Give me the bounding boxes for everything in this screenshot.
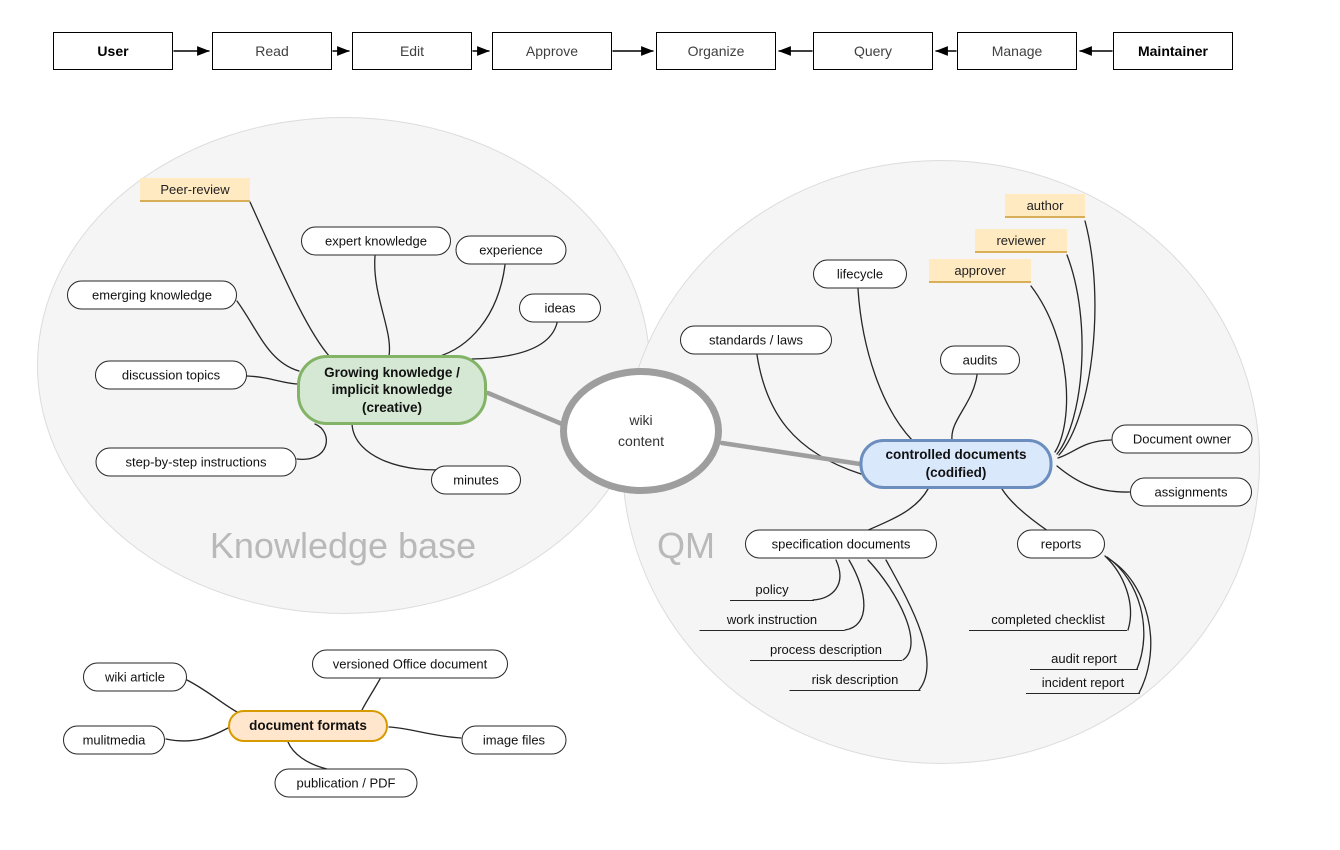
node-specification-documents: specification documents xyxy=(745,529,937,559)
node-assignments: assignments xyxy=(1130,477,1252,507)
edge-ideas xyxy=(471,322,558,360)
node-emerging-knowledge: emerging knowledge xyxy=(67,280,237,310)
flow-box-maintainer: Maintainer xyxy=(1113,32,1233,70)
hub-growing-knowledge-line: (creative) xyxy=(361,399,423,415)
node-policy: policy xyxy=(730,577,814,601)
flow-box-manage: Manage xyxy=(957,32,1077,70)
edge-wiki-article xyxy=(186,679,240,714)
edge-minutes xyxy=(351,423,453,471)
edge-specification-documents xyxy=(865,488,929,532)
flow-box-user: User xyxy=(53,32,173,70)
node-minutes: minutes xyxy=(431,465,521,495)
node-document-owner: Document owner xyxy=(1111,424,1253,454)
tag-peer-review: Peer-review xyxy=(140,178,250,202)
node-publication-pdf: publication / PDF xyxy=(274,768,418,798)
edge-work-instruction xyxy=(844,559,865,631)
edge-step-by-step-instructions xyxy=(296,423,328,460)
edge-growing-knowledge-to-wiki-content xyxy=(485,390,565,427)
hub-document-formats-line: document formats xyxy=(249,718,367,734)
node-completed-checklist: completed checklist xyxy=(969,607,1127,631)
node-incident-report: incident report xyxy=(1026,670,1140,694)
hub-controlled-documents-line: controlled documents xyxy=(885,447,1027,463)
wiki-content-line: wiki xyxy=(629,412,653,428)
node-audits: audits xyxy=(940,345,1020,375)
edge-peer-review xyxy=(249,201,331,358)
wiki-content-line: content xyxy=(618,433,664,449)
hub-growing-knowledge: Growing knowledge / implicit knowledge(cr… xyxy=(297,355,487,425)
edge-versioned-office-document xyxy=(361,678,381,711)
hub-document-formats: document formats xyxy=(228,710,388,742)
node-experience: experience xyxy=(455,235,567,265)
edge-reviewer xyxy=(1056,254,1083,455)
flow-box-organize: Organize xyxy=(656,32,776,70)
flow-box-approve: Approve xyxy=(492,32,612,70)
edge-audit-report xyxy=(1106,556,1145,670)
edge-policy xyxy=(812,559,841,601)
edge-process-description xyxy=(867,559,912,661)
region-label-qm: QM xyxy=(657,525,715,566)
flow-box-query: Query xyxy=(813,32,933,70)
node-work-instruction: work instruction xyxy=(699,607,845,631)
node-audit-report: audit report xyxy=(1030,646,1138,670)
edge-experience xyxy=(436,264,506,358)
node-lifecycle: lifecycle xyxy=(813,259,907,289)
tag-approver: approver xyxy=(929,259,1031,283)
edge-audits xyxy=(951,374,978,441)
tag-author: author xyxy=(1005,194,1085,218)
edge-expert-knowledge xyxy=(374,255,391,357)
edge-discussion-topics xyxy=(246,375,300,385)
edge-emerging-knowledge xyxy=(236,300,300,372)
edge-risk-description xyxy=(885,559,928,691)
edge-mulitmedia xyxy=(165,727,229,742)
edge-assignments xyxy=(1056,465,1131,493)
edge-reports xyxy=(1001,488,1049,532)
edge-image-files xyxy=(388,726,462,739)
region-label-knowledge-base: Knowledge base xyxy=(209,525,477,566)
edge-approver xyxy=(1030,285,1068,453)
node-standards-laws: standards / laws xyxy=(680,325,832,355)
flow-box-read: Read xyxy=(212,32,332,70)
node-risk-description: risk description xyxy=(789,667,921,691)
hub-growing-knowledge-line: Growing knowledge / xyxy=(324,364,460,380)
node-discussion-topics: discussion topics xyxy=(95,360,247,390)
node-reports: reports xyxy=(1017,529,1105,559)
node-mulitmedia: mulitmedia xyxy=(63,725,165,755)
edge-incident-report xyxy=(1108,558,1152,694)
node-image-files: image files xyxy=(461,725,567,755)
node-process-description: process description xyxy=(750,637,902,661)
hub-growing-knowledge-line: implicit knowledge xyxy=(331,382,453,398)
wiki-content-node: wiki content xyxy=(560,368,722,494)
node-versioned-office-document: versioned Office document xyxy=(312,649,508,679)
hub-controlled-documents: controlled documents (codified) xyxy=(859,439,1053,489)
node-expert-knowledge: expert knowledge xyxy=(301,226,451,256)
node-step-by-step-instructions: step-by-step instructions xyxy=(95,447,297,477)
edge-wiki-content-to-controlled-documents xyxy=(719,440,863,467)
edge-lifecycle xyxy=(857,288,913,441)
edge-author xyxy=(1058,220,1096,456)
node-ideas: ideas xyxy=(519,293,601,323)
node-wiki-article: wiki article xyxy=(83,662,187,692)
edge-publication-pdf xyxy=(287,741,328,770)
edge-document-owner xyxy=(1057,439,1112,459)
flow-box-edit: Edit xyxy=(352,32,472,70)
edge-standards-laws xyxy=(756,354,862,475)
edge-completed-checklist xyxy=(1104,555,1132,631)
tag-reviewer: reviewer xyxy=(975,229,1067,253)
hub-controlled-documents-line: (codified) xyxy=(925,465,987,480)
